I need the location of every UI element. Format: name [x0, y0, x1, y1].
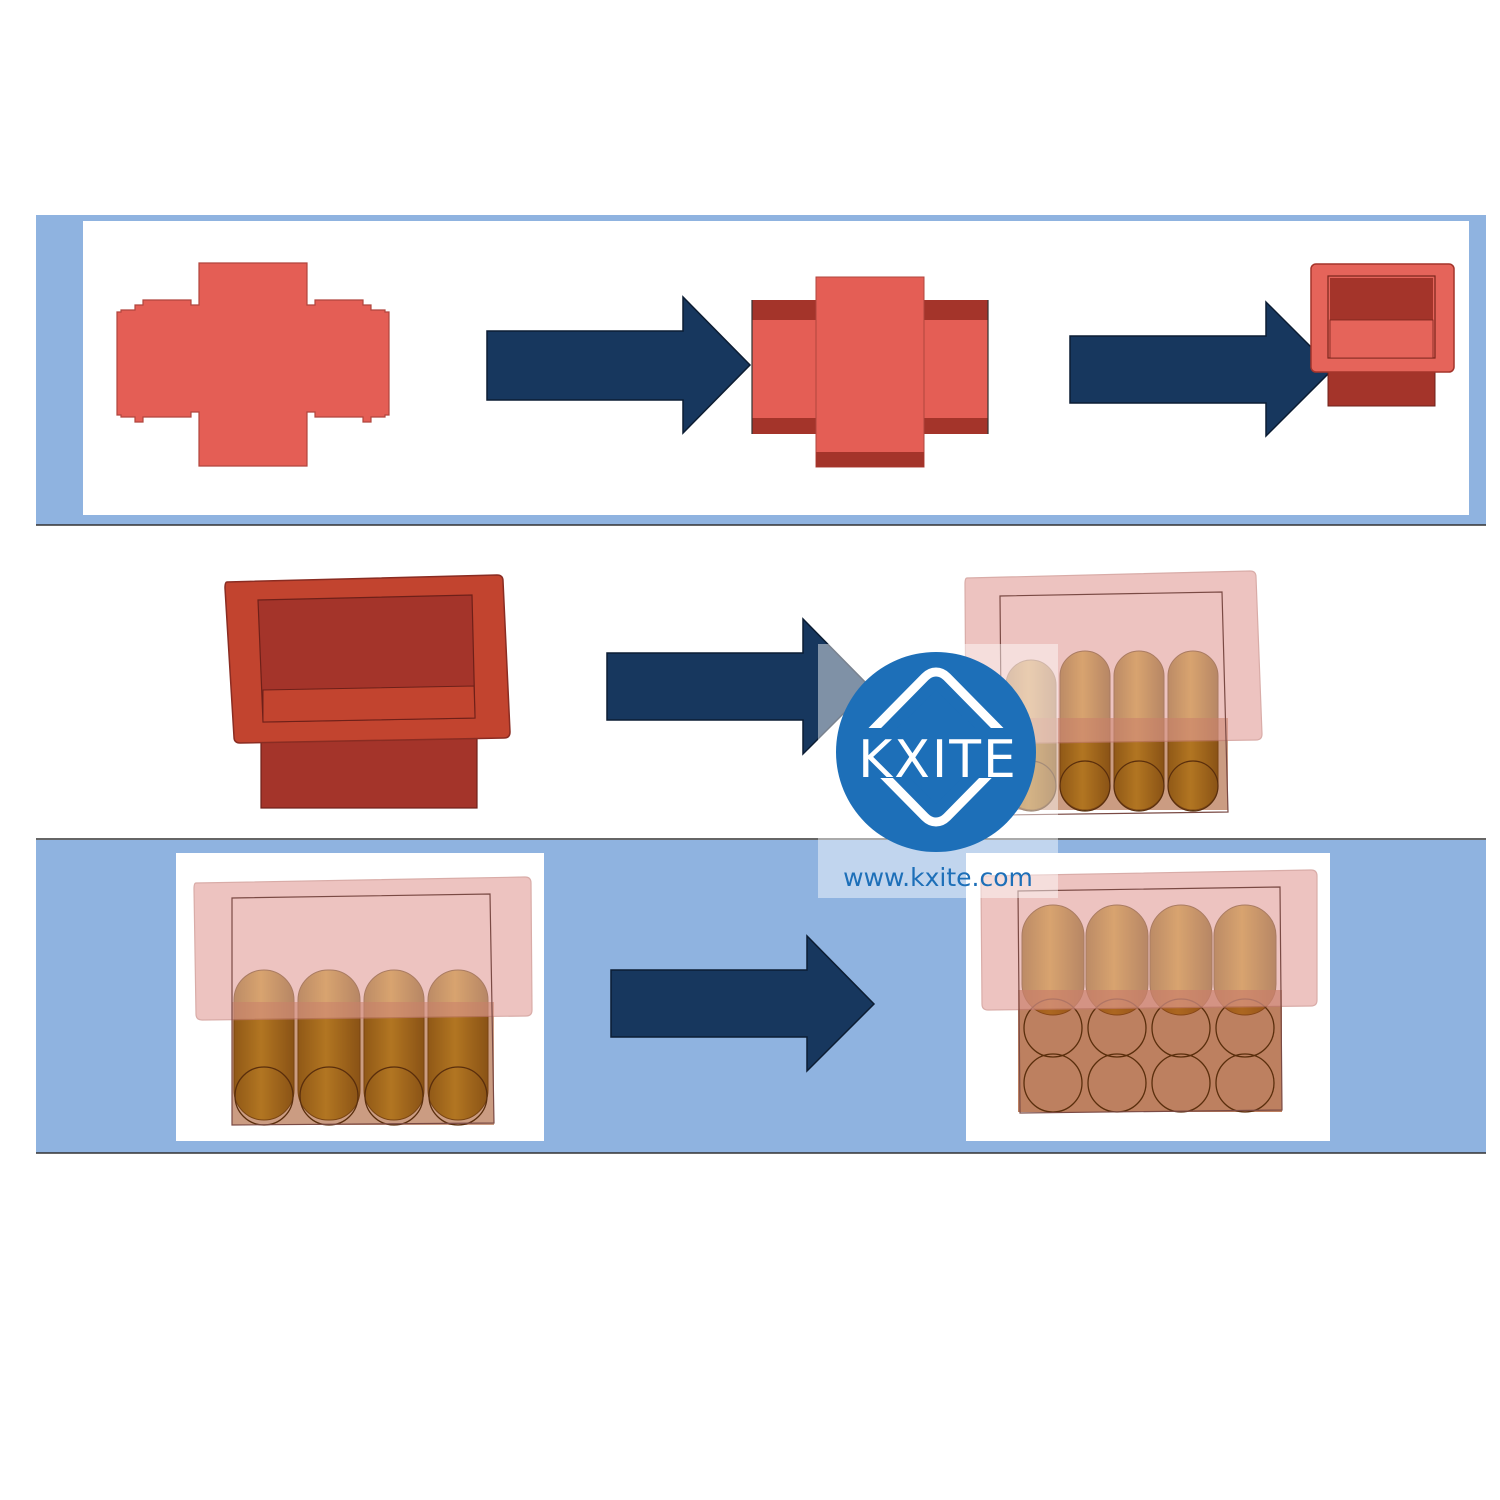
- logo-kxite: KXITE: [858, 730, 1018, 790]
- arrow-right-3: [606, 617, 872, 756]
- one-layer-filled-box: [193, 876, 533, 1126]
- box-with-four-cylinders: [964, 570, 1263, 816]
- arrow-right-4: [610, 934, 876, 1073]
- logo-diamond: [854, 667, 1018, 827]
- watermark-url: www.kxite.com: [843, 863, 1033, 892]
- kxite-watermark: [818, 644, 1058, 898]
- flat-box-net: [116, 262, 390, 467]
- empty-box: [224, 574, 511, 809]
- arrow-right-2: [1069, 300, 1335, 438]
- folded-box: [1310, 263, 1455, 407]
- partially-folded-net: [751, 276, 989, 468]
- two-layer-filled-box: [980, 869, 1318, 1114]
- arrow-right-1: [486, 295, 752, 435]
